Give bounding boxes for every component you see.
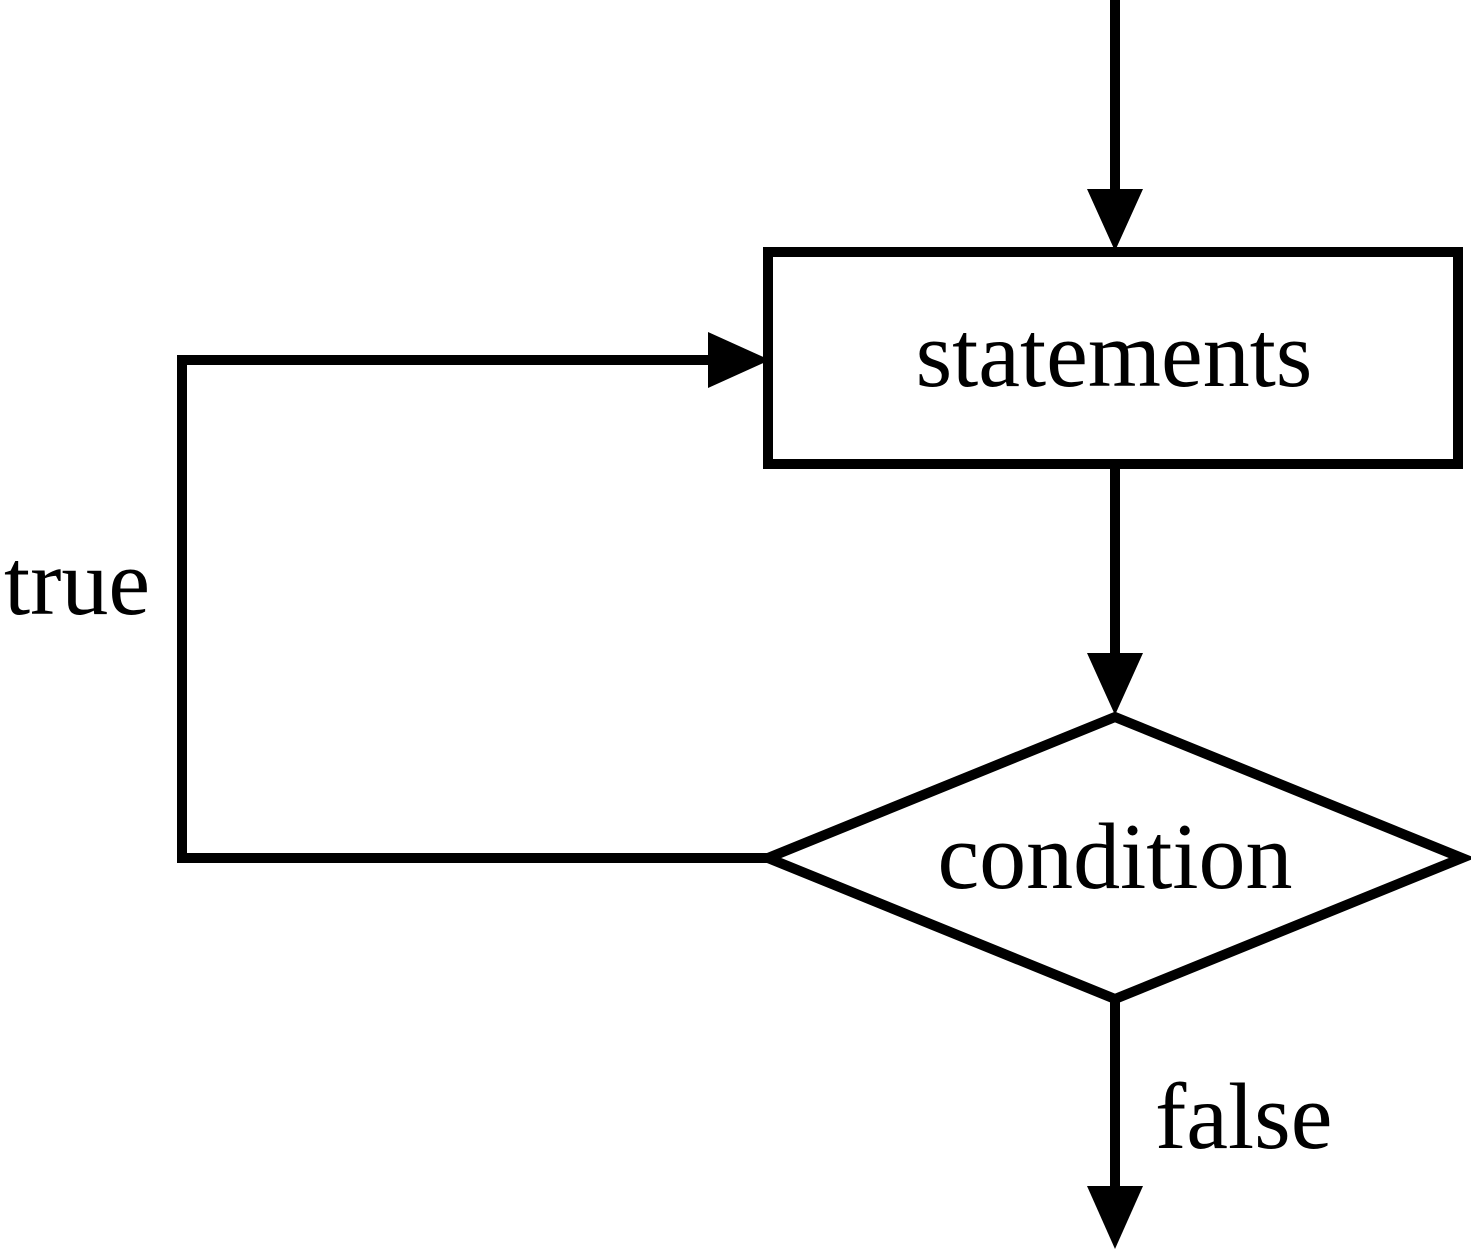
condition-label: condition bbox=[937, 805, 1292, 909]
true-loop-line bbox=[177, 355, 772, 863]
entry-arrowhead-icon bbox=[1087, 189, 1143, 251]
statements-label: statements bbox=[916, 303, 1313, 407]
statements-to-condition-arrowhead-icon bbox=[1087, 653, 1143, 715]
true-branch-label: true bbox=[4, 531, 150, 635]
statements-node bbox=[763, 247, 1463, 469]
false-exit-arrowhead-icon bbox=[1087, 1186, 1143, 1249]
false-branch-label: false bbox=[1155, 1065, 1332, 1169]
true-loop-arrowhead-icon bbox=[708, 332, 770, 388]
condition-node bbox=[754, 711, 1471, 1005]
